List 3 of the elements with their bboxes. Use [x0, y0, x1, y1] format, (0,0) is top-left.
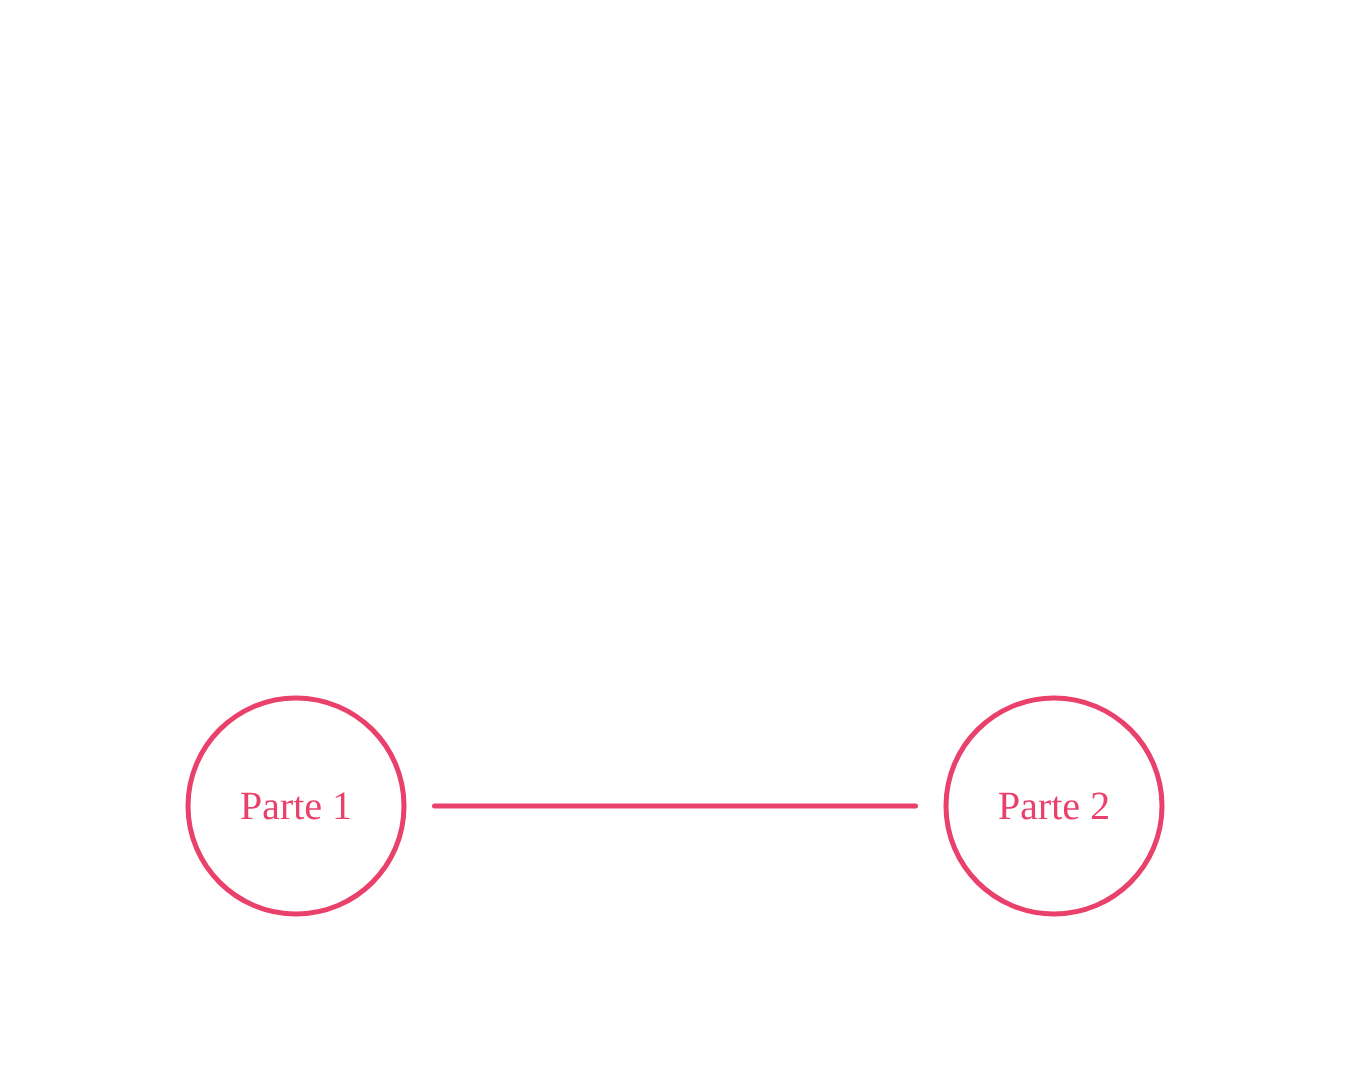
connector-line: [432, 803, 918, 809]
circle-node: Parte 2: [943, 695, 1165, 917]
circle-node: Parte 1: [185, 695, 407, 917]
